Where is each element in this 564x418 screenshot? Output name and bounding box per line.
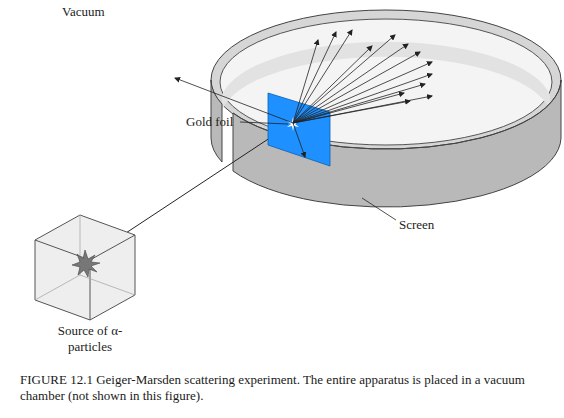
vacuum-label: Vacuum [62, 4, 152, 20]
scattered-ray [293, 101, 410, 123]
scattered-ray [293, 96, 432, 123]
part-label: Gold foil [186, 114, 246, 130]
scattered-ray [293, 32, 336, 123]
leader-line [240, 122, 288, 124]
scattered-ray [293, 52, 420, 123]
figure-caption: FIGURE 12.1 Geiger-Marsden scattering ex… [20, 372, 550, 404]
screen-rim [211, 10, 561, 150]
alpha-source-box [35, 215, 135, 320]
scattered-ray [293, 62, 432, 123]
scattered-ray [293, 93, 404, 123]
scattered-ray [293, 35, 395, 123]
scattered-ray [293, 74, 432, 123]
scattered-ray [293, 84, 425, 123]
part-label: Screen [399, 217, 469, 233]
scattered-rays [175, 30, 432, 157]
screen-wall-right [233, 80, 561, 207]
scattered-ray [293, 44, 408, 123]
part-label: Source of α-particles [40, 323, 140, 355]
scattered-ray [293, 123, 305, 157]
leader-line [362, 198, 396, 220]
